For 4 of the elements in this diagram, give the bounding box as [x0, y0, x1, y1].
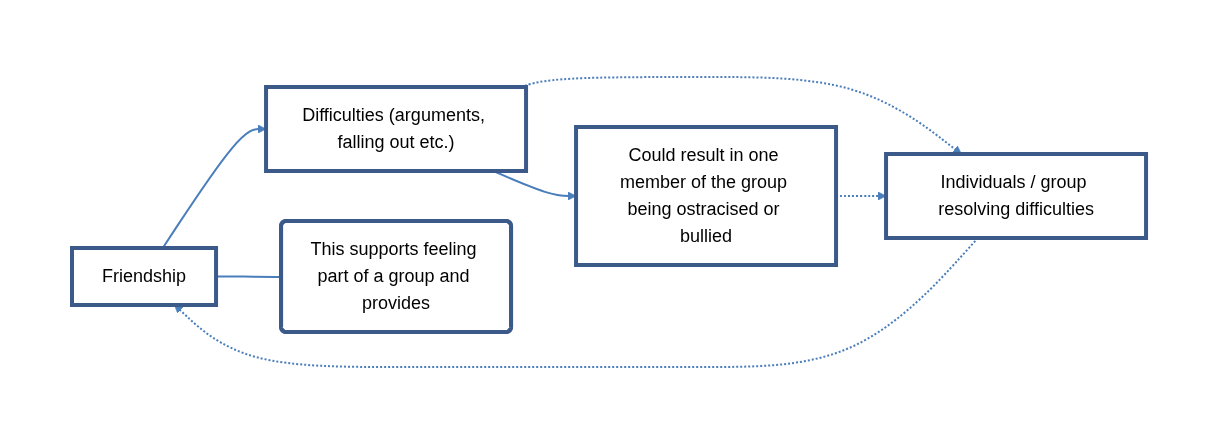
node-box: Difficulties (arguments, falling out etc.) [264, 84, 529, 173]
node-box: Could result in one member of the group being ostracised or bullied [574, 124, 839, 267]
node-box: Friendship [70, 245, 219, 307]
node-box: Individuals / group resolving difficulties [884, 151, 1149, 240]
